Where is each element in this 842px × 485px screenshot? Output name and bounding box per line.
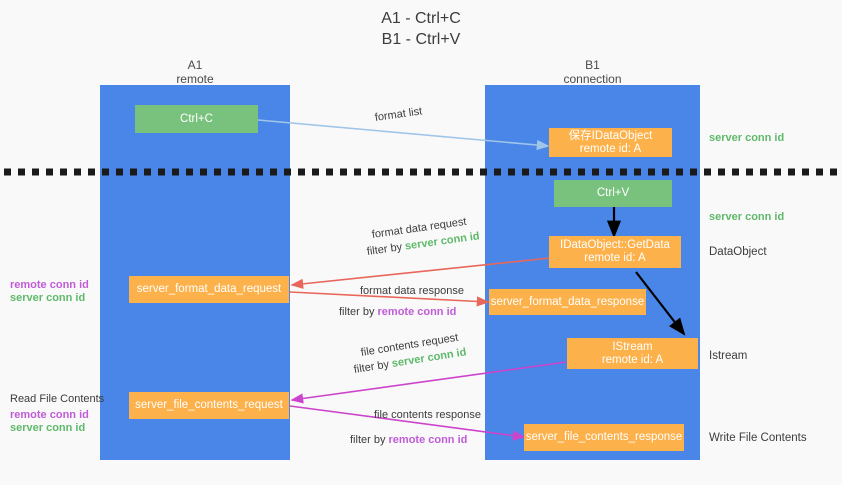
node-server-file-contents-request-label: server_file_contents_request <box>135 399 283 411</box>
edge-label-format-data-response-filter: filter by remote conn id <box>339 306 456 319</box>
left-annotation-group-2: Read File Contents remote conn id server… <box>10 393 104 435</box>
node-server-format-data-response[interactable]: server_format_data_response <box>489 289 646 315</box>
node-getdata-line2: remote id: A <box>584 252 646 264</box>
diagram-title-line1: A1 - Ctrl+C <box>381 10 461 27</box>
node-server-format-data-request[interactable]: server_format_data_request <box>129 276 289 303</box>
right-annotation-server-conn-id-1: server conn id <box>709 132 785 144</box>
right-annotation-server-conn-id-2: server conn id <box>709 211 785 223</box>
edge-label-format-data-response-filter-value: remote conn id <box>377 306 457 318</box>
node-server-file-contents-response[interactable]: server_file_contents_response <box>524 424 684 451</box>
node-server-format-data-request-label: server_format_data_request <box>136 283 282 295</box>
edge-label-file-contents-response-filter: filter by remote conn id <box>350 434 467 447</box>
edge-label-file-contents-response-filter-prefix: filter by <box>350 434 389 446</box>
node-server-file-contents-request[interactable]: server_file_contents_request <box>129 392 289 419</box>
lane-header-a1: A1 remote <box>100 58 290 86</box>
left-annotation-group-1-server: server conn id <box>10 292 86 304</box>
edge-label-format-data-request-filter-prefix: filter by <box>366 240 406 258</box>
edge-label-file-contents-response: file contents response <box>374 409 482 421</box>
node-ctrl-c-label: Ctrl+C <box>180 112 213 125</box>
lane-header-b1-name: B1 <box>585 58 600 72</box>
edge-label-format-data-response: format data response <box>360 285 464 297</box>
right-annotation-dataobject: DataObject <box>709 246 767 258</box>
lane-header-a1-subtitle: remote <box>176 72 214 86</box>
left-annotation-group-1-remote: remote conn id <box>10 279 89 291</box>
left-annotation-group-2-heading: Read File Contents <box>10 393 105 405</box>
lane-header-b1-subtitle: connection <box>563 72 622 86</box>
right-annotation-write-file-contents: Write File Contents <box>709 432 807 444</box>
node-istream-line2: remote id: A <box>601 353 664 366</box>
edge-label-format-data-response-filter-prefix: filter by <box>339 306 378 318</box>
node-ctrl-v-label: Ctrl+V <box>596 187 630 199</box>
node-ctrl-c[interactable]: Ctrl+C <box>135 105 258 133</box>
lane-header-a1-name: A1 <box>187 58 203 72</box>
node-istream[interactable]: IStream remote id: A <box>567 338 698 369</box>
node-getdata-line1: IDataObject::GetData <box>560 239 670 251</box>
node-server-file-contents-response-label: server_file_contents_response <box>525 431 683 443</box>
left-annotation-group-2-remote: remote conn id <box>10 409 89 421</box>
node-istream-line1: IStream <box>612 340 653 353</box>
lane-header-b1: B1 connection <box>485 58 700 86</box>
node-idataobject-line2: remote id: A <box>579 142 642 155</box>
node-getdata[interactable]: IDataObject::GetData remote id: A <box>549 236 681 268</box>
edge-label-format-list: format list <box>374 105 423 124</box>
edge-label-file-contents-response-filter-value: remote conn id <box>388 434 468 446</box>
diagram-title-line2: B1 - Ctrl+V <box>381 31 461 48</box>
right-annotation-istream: Istream <box>709 350 748 362</box>
edge-label-file-contents-request-filter-prefix: filter by <box>352 358 393 376</box>
left-annotation-group-1: remote conn id server conn id <box>10 279 89 305</box>
node-idataobject[interactable]: 保存IDataObject remote id: A <box>549 128 672 157</box>
node-ctrl-v[interactable]: Ctrl+V <box>554 180 672 207</box>
diagram-title: A1 - Ctrl+C B1 - Ctrl+V <box>0 8 842 50</box>
node-idataobject-line1: 保存IDataObject <box>568 129 653 142</box>
node-server-format-data-response-label: server_format_data_response <box>490 295 645 308</box>
left-annotation-group-2-server: server conn id <box>10 422 86 434</box>
